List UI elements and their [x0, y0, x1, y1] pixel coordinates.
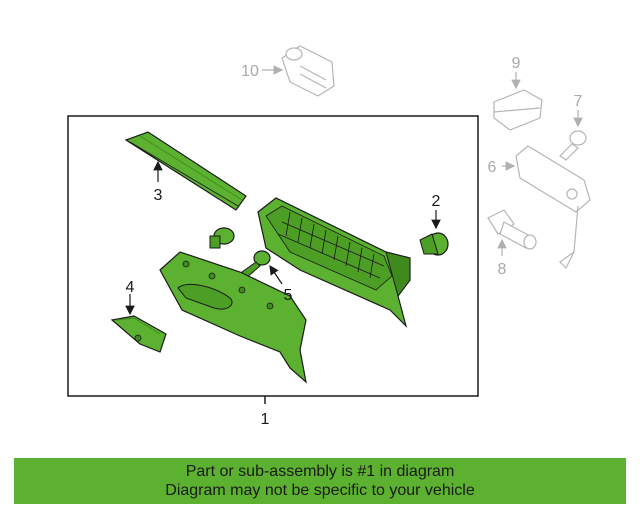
part-clip[interactable] [209, 227, 235, 249]
callout-10: 10 [241, 63, 259, 80]
callout-4: 4 [126, 279, 135, 296]
part-glovebox-door[interactable] [159, 251, 307, 384]
banner-line-2: Diagram may not be specific to your vehi… [165, 482, 475, 499]
part-9-ghost[interactable] [493, 89, 543, 131]
info-banner: Part or sub-assembly is #1 in diagram Di… [14, 458, 626, 504]
part-8-ghost[interactable] [487, 209, 537, 250]
part-glovebox-bin[interactable] [257, 197, 411, 329]
parts-diagram: 1 2 3 4 5 6 7 8 9 10 [67, 45, 591, 428]
part-4-latch-handle[interactable] [110, 315, 167, 353]
part-10-ghost[interactable] [281, 45, 335, 97]
callout-6: 6 [488, 159, 497, 176]
callout-2: 2 [432, 193, 441, 210]
callout-5-arrow [269, 265, 283, 285]
callout-8: 8 [498, 261, 507, 278]
part-2-bumper[interactable] [419, 232, 449, 256]
callout-7: 7 [574, 93, 583, 110]
part-5-screw[interactable] [241, 250, 271, 279]
callout-3: 3 [154, 187, 163, 204]
callout-1: 1 [261, 411, 270, 428]
callout-9: 9 [512, 55, 521, 72]
banner-line-1: Part or sub-assembly is #1 in diagram [185, 463, 455, 480]
assembly-frame [67, 115, 479, 397]
part-7-ghost[interactable] [559, 130, 587, 161]
part-3-trim-strip[interactable] [124, 131, 247, 211]
part-6-ghost[interactable] [515, 145, 591, 270]
callout-5: 5 [284, 287, 293, 304]
